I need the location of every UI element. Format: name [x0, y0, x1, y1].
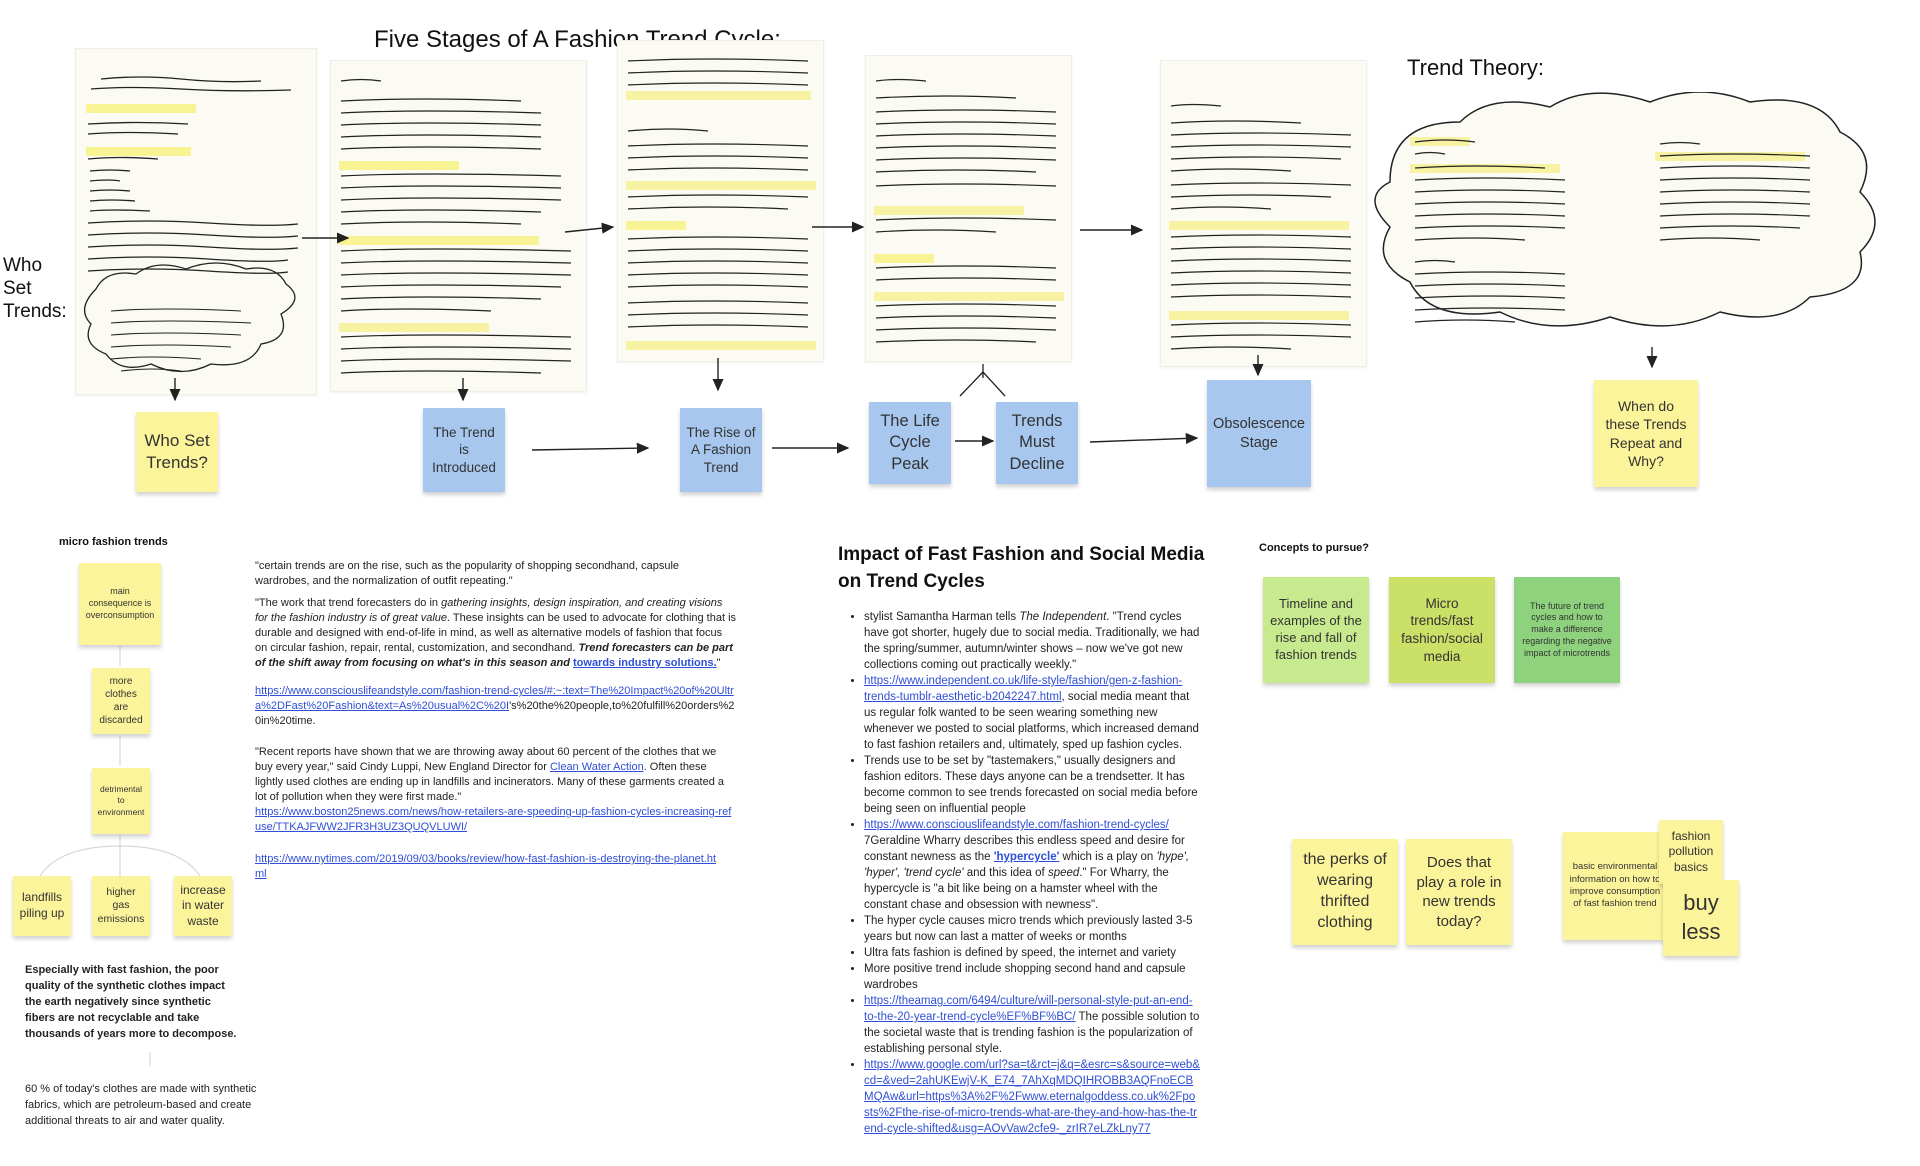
- sticky-trend-introduced[interactable]: The Trend is Introduced: [423, 408, 505, 492]
- quote-cindy-luppi: "Recent reports have shown that we are t…: [255, 746, 732, 833]
- impact-bullet-3: Trends use to be set by "tastemakers," u…: [864, 753, 1200, 817]
- link-clean-water-action[interactable]: Clean Water Action: [549, 761, 644, 773]
- sticky-concept-future[interactable]: The future of trend cycles and how to ma…: [1514, 577, 1620, 683]
- impact-heading: Impact of Fast Fashion and Social Media …: [838, 544, 1205, 592]
- link-conscious-life-2[interactable]: https://www.consciouslifeandstyle.com/fa…: [864, 819, 1169, 831]
- impact-bullet-7: More positive trend include shopping sec…: [864, 961, 1200, 993]
- impact-bullet-8: https://theamag.com/6494/culture/will-pe…: [864, 993, 1200, 1057]
- micro-trends-title: micro fashion trends: [59, 536, 168, 548]
- synthetic-stat: 60 % of today's clothes are made with sy…: [25, 1083, 257, 1127]
- sticky-gas-emissions[interactable]: higher gas emissions: [92, 876, 150, 936]
- sticky-landfills[interactable]: landfills piling up: [13, 876, 71, 936]
- link-google-eternalgoddess[interactable]: https://www.google.com/url?sa=t&rct=j&q=…: [864, 1059, 1200, 1135]
- impact-bullet-9: https://www.google.com/url?sa=t&rct=j&q=…: [864, 1057, 1200, 1137]
- handwritten-note-research[interactable]: [75, 48, 317, 395]
- sticky-overconsumption[interactable]: main consequence is overconsumption: [79, 563, 161, 645]
- synthetic-paragraph: Especially with fast fashion, the poor q…: [25, 964, 237, 1040]
- trend-theory-title: Trend Theory:: [1407, 55, 1544, 80]
- sticky-concept-timeline[interactable]: Timeline and examples of the rise and fa…: [1263, 577, 1369, 683]
- quote-secondhand: "certain trends are on the rise, such as…: [255, 560, 680, 587]
- sticky-concept-micro-trends[interactable]: Micro trends/fast fashion/social media: [1389, 577, 1495, 683]
- handwritten-note-stage5[interactable]: [1160, 60, 1367, 367]
- impact-bullets: stylist Samantha Harman tells The Indepe…: [848, 609, 1200, 1137]
- impact-bullet-1: stylist Samantha Harman tells The Indepe…: [864, 609, 1200, 673]
- sticky-buy-less[interactable]: buy less: [1663, 880, 1739, 956]
- who-set-label: Who Set Trends:: [3, 255, 67, 322]
- impact-bullet-6: Ultra fats fashion is defined by speed, …: [864, 945, 1200, 961]
- impact-bullet-5: The hyper cycle causes micro trends whic…: [864, 913, 1200, 945]
- handwritten-note-trend-theory[interactable]: [1370, 92, 1890, 367]
- link-independent[interactable]: https://www.independent.co.uk/life-style…: [864, 675, 1183, 703]
- sticky-fashion-pollution-basics[interactable]: fashion pollution basics: [1659, 820, 1723, 884]
- sticky-thrifted-clothing[interactable]: the perks of wearing thrifted clothing: [1292, 839, 1398, 945]
- sticky-life-cycle-peak[interactable]: The Life Cycle Peak: [869, 402, 951, 484]
- source-conscious-life: https://www.consciouslifeandstyle.com/fa…: [255, 685, 735, 727]
- sticky-role-in-new-trends[interactable]: Does that play a role in new trends toda…: [1406, 839, 1512, 945]
- link-nytimes[interactable]: https://www.nytimes.com/2019/09/03/books…: [255, 853, 716, 880]
- impact-bullet-4: https://www.consciouslifeandstyle.com/fa…: [864, 817, 1200, 913]
- sticky-rise-of-trend[interactable]: The Rise of A Fashion Trend: [680, 408, 762, 492]
- sticky-detrimental-environment[interactable]: detrimental to environment: [92, 768, 150, 834]
- link-industry-solutions[interactable]: towards industry solutions.: [573, 657, 717, 669]
- quote-trend-forecasters: "The work that trend forecasters do in g…: [255, 597, 737, 669]
- handwritten-note-stage3-4[interactable]: [865, 55, 1072, 362]
- handwritten-note-stage2[interactable]: [617, 40, 824, 362]
- sticky-trends-must-decline[interactable]: Trends Must Decline: [996, 402, 1078, 484]
- sticky-obsolescence-stage[interactable]: Obsolescence Stage: [1207, 380, 1311, 487]
- link-hypercycle[interactable]: 'hypercycle': [993, 851, 1060, 863]
- sticky-water-waste[interactable]: increase in water waste: [174, 876, 232, 936]
- handwritten-note-stage1[interactable]: [330, 60, 587, 392]
- sticky-more-clothes-discarded[interactable]: more clothes are discarded: [92, 668, 150, 734]
- link-boston25news[interactable]: https://www.boston25news.com/news/how-re…: [255, 806, 732, 833]
- link-theamag[interactable]: https://theamag.com/6494/culture/will-pe…: [864, 995, 1193, 1023]
- concepts-title: Concepts to pursue?: [1259, 542, 1370, 554]
- sticky-when-trends-repeat[interactable]: When do these Trends Repeat and Why?: [1594, 380, 1698, 487]
- impact-bullet-2: https://www.independent.co.uk/life-style…: [864, 673, 1200, 753]
- sticky-who-set-trends[interactable]: Who Set Trends?: [136, 412, 218, 492]
- link-conscious-life-1[interactable]: https://www.consciouslifeandstyle.com/fa…: [255, 685, 734, 712]
- source-nytimes: https://www.nytimes.com/2019/09/03/books…: [255, 852, 725, 882]
- sticky-environmental-info[interactable]: basic environmental information on how t…: [1563, 832, 1667, 940]
